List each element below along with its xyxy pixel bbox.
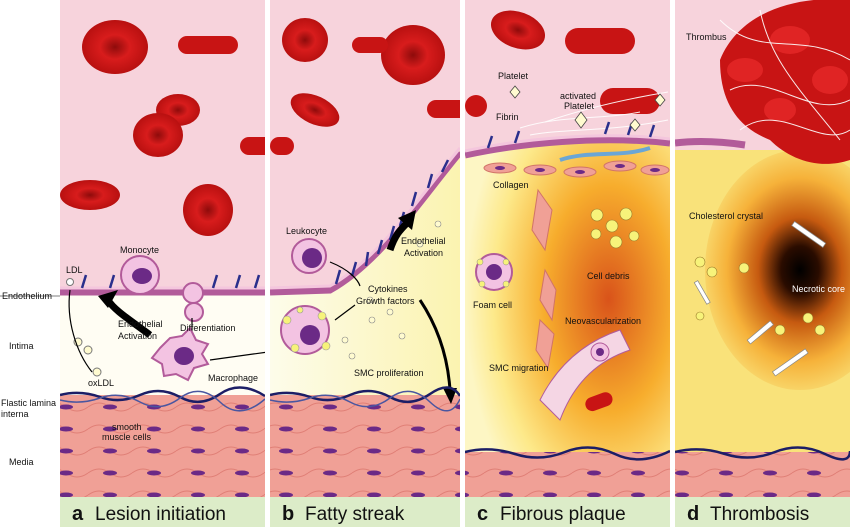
- label-endothelial-activation-a1: Endothelial: [118, 319, 163, 329]
- label-cytokines: Cytokines: [368, 284, 408, 294]
- label-endothelial-activation-b2: Activation: [404, 248, 443, 258]
- caption-a-letter: a: [72, 503, 84, 525]
- label-activated-1: activated: [560, 91, 596, 101]
- label-intima: Intima: [9, 341, 34, 351]
- label-endothelium: Endothelium: [2, 291, 52, 301]
- caption-b-letter: b: [282, 503, 294, 525]
- label-neovascularization: Neovascularization: [565, 316, 641, 326]
- label-leukocyte: Leukocyte: [286, 226, 327, 236]
- label-thrombus: Thrombus: [686, 32, 727, 42]
- caption-a-title: Lesion initiation: [95, 504, 226, 525]
- label-macrophage: Macrophage: [208, 373, 258, 383]
- label-flastic-lamina-1: Flastic lamina: [1, 398, 56, 408]
- captions: a Lesion initiation b Fatty streak c Fib…: [60, 497, 850, 527]
- layer-labels: Endothelium Intima Flastic lamina intern…: [0, 0, 60, 497]
- panel-d: Thrombus Cholesterol crystal Necrotic co…: [674, 0, 850, 497]
- red-blood-cells-c: [465, 10, 660, 117]
- panel-c: Platelet Fibrin activated Platelet Colla…: [464, 0, 671, 497]
- caption-c-title: Fibrous plaque: [500, 504, 626, 525]
- caption-d-letter: d: [687, 503, 699, 525]
- label-smooth-muscle-1: smooth: [112, 422, 142, 432]
- label-fibrin: Fibrin: [496, 112, 519, 122]
- label-media: Media: [9, 457, 34, 467]
- red-blood-cells-b: [270, 18, 475, 155]
- label-platelet: Platelet: [498, 71, 529, 81]
- label-endothelial-activation-a2: Activation: [118, 331, 157, 341]
- label-foam-cell: Foam cell: [473, 300, 512, 310]
- label-smc-proliferation: SMC proliferation: [354, 368, 424, 378]
- caption-d-title: Thrombosis: [710, 504, 809, 525]
- label-endothelial-activation-b1: Endothelial: [401, 236, 446, 246]
- label-cholesterol-crystal: Cholesterol crystal: [689, 211, 763, 221]
- label-activated-2: Platelet: [564, 101, 595, 111]
- red-blood-cells: [60, 20, 280, 236]
- panel-a: LDL Monocyte Endothelial Activation Diff…: [59, 0, 280, 497]
- label-necrotic-core: Necrotic core: [792, 284, 845, 294]
- label-smooth-muscle-2: muscle cells: [102, 432, 152, 442]
- label-smc-migration: SMC migration: [489, 363, 549, 373]
- label-flastic-lamina-2: interna: [1, 409, 29, 419]
- label-monocyte: Monocyte: [120, 245, 159, 255]
- label-oxldl: oxLDL: [88, 378, 114, 388]
- caption-c-letter: c: [477, 503, 488, 525]
- panel-separators: [265, 0, 675, 527]
- label-collagen: Collagen: [493, 180, 529, 190]
- label-differentiation: Differentiation: [180, 323, 235, 333]
- panel-b: Leukocyte Endothelial Activation Cytokin…: [269, 0, 475, 497]
- caption-b-title: Fatty streak: [305, 504, 405, 525]
- label-ldl: LDL: [66, 265, 83, 275]
- label-growth-factors: Growth factors: [356, 296, 415, 306]
- label-cell-debris: Cell debris: [587, 271, 630, 281]
